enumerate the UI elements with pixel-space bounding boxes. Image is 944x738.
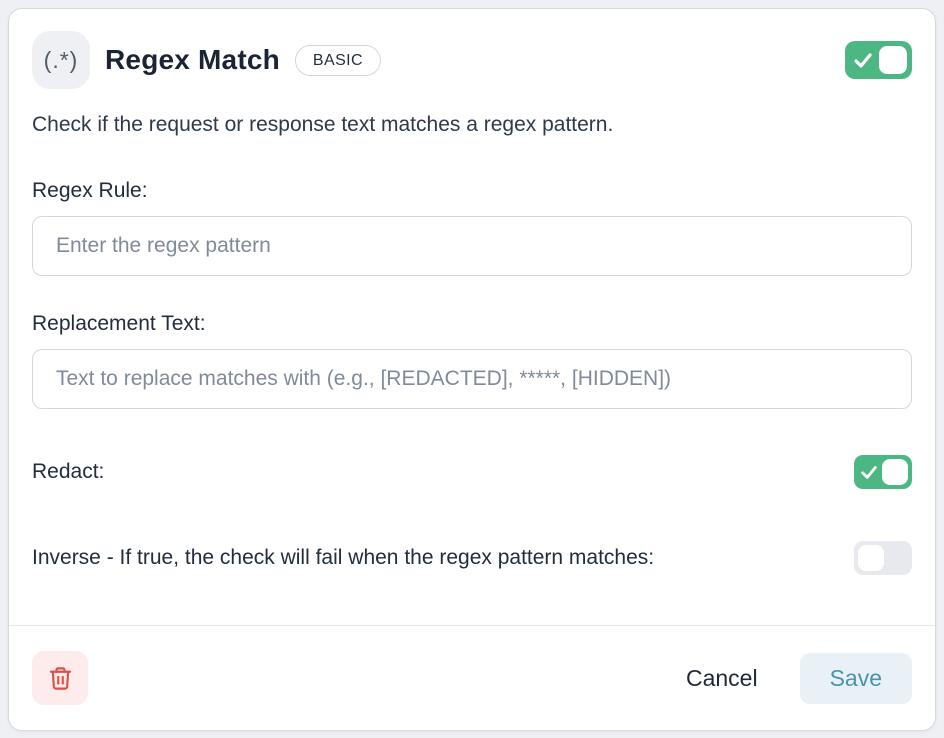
card-header: (.*) Regex Match BASIC [32, 31, 912, 89]
toggle-knob [858, 545, 884, 571]
trash-icon [49, 666, 71, 690]
regex-icon-glyph: (.*) [43, 46, 79, 73]
card-footer: Cancel Save [9, 625, 935, 730]
replacement-text-label: Replacement Text: [32, 312, 206, 335]
inverse-label: Inverse - If true, the check will fail w… [32, 546, 655, 569]
regex-rule-label: Regex Rule: [32, 179, 148, 202]
enabled-toggle[interactable] [845, 41, 912, 79]
toggle-knob [882, 459, 908, 485]
basic-badge: BASIC [294, 44, 381, 76]
inverse-row: Inverse - If true, the check will fail w… [32, 541, 912, 575]
inverse-toggle[interactable] [854, 541, 912, 575]
toggle-knob [879, 46, 907, 74]
regex-rule-input[interactable] [32, 216, 912, 276]
check-icon [861, 466, 877, 479]
save-button[interactable]: Save [799, 652, 912, 704]
regex-match-card: (.*) Regex Match BASIC Check if the requ… [8, 8, 936, 731]
page-title: Regex Match [105, 44, 280, 75]
description-text: Check if the request or response text ma… [32, 113, 614, 136]
replacement-text-input[interactable] [32, 349, 912, 409]
card-body: (.*) Regex Match BASIC Check if the requ… [9, 9, 935, 625]
redact-row: Redact: [32, 455, 912, 489]
redact-toggle[interactable] [854, 455, 912, 489]
delete-button[interactable] [32, 651, 88, 705]
footer-actions: Cancel Save [685, 652, 912, 704]
check-icon [854, 53, 872, 68]
regex-icon: (.*) [32, 31, 90, 89]
redact-label: Redact: [32, 460, 105, 483]
cancel-button[interactable]: Cancel [685, 664, 758, 691]
